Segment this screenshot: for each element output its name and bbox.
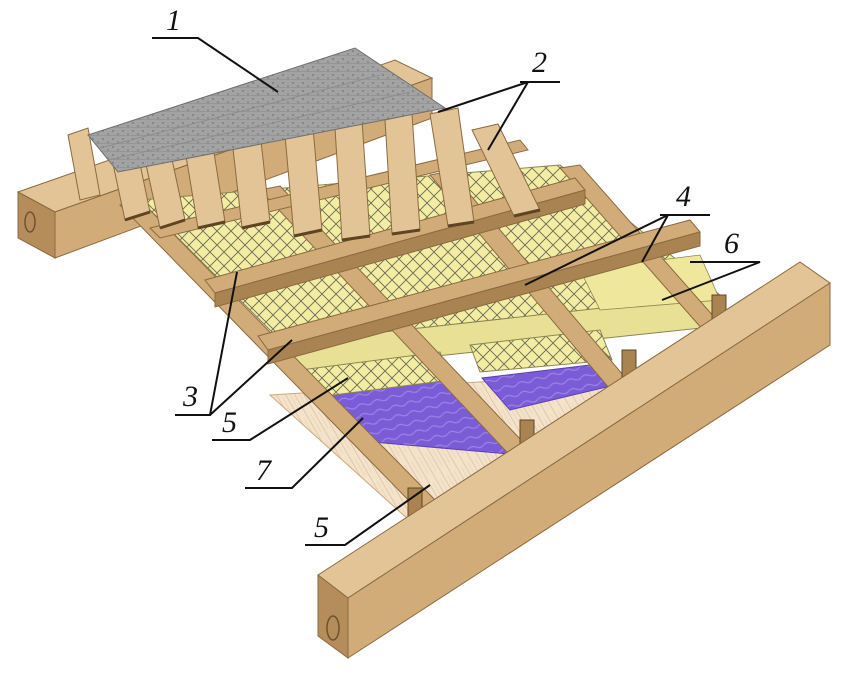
callout-3: 3 <box>182 380 198 413</box>
callout-1: 1 <box>166 4 181 37</box>
beam-end-grain <box>326 615 340 641</box>
callout-2: 2 <box>532 46 547 79</box>
callout-4: 4 <box>676 180 691 213</box>
callout-7: 7 <box>256 454 273 487</box>
shingle-roofing <box>87 47 447 173</box>
leader-lines <box>152 37 761 546</box>
front-beam <box>317 261 831 659</box>
callout-6: 6 <box>724 227 739 260</box>
callout-labels: 1 2 3 4 5 6 7 5 <box>166 4 739 544</box>
left-beam-end-grain <box>24 211 36 233</box>
callout-5-upper: 5 <box>222 406 237 439</box>
callout-5-lower: 5 <box>314 511 329 544</box>
